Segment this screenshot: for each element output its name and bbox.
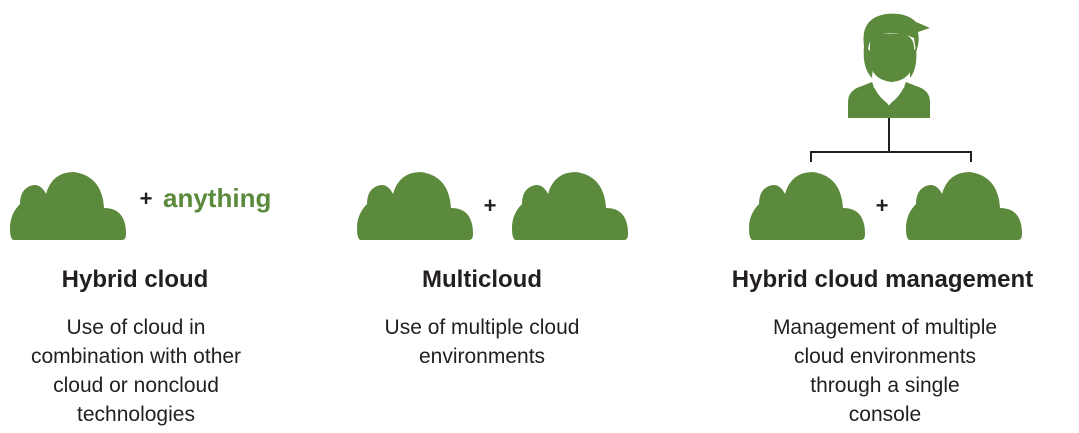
description-line: console <box>848 403 922 426</box>
anything-label: anything <box>163 183 272 213</box>
hybrid-cloud-management-description: Management of multiple cloud environment… <box>735 313 1035 429</box>
description-line: Use of cloud in <box>66 316 206 339</box>
multicloud-description: Use of multiple cloud environments <box>346 313 618 371</box>
connector-lines <box>810 118 972 162</box>
plus-sign: + <box>875 193 889 218</box>
description-line: Use of multiple cloud <box>384 316 580 339</box>
hybrid-cloud-description: Use of cloud in combination with other c… <box>0 313 272 429</box>
description-line: through a single <box>810 374 960 397</box>
cloud-icon <box>10 172 126 240</box>
cloud-icon <box>512 172 628 240</box>
person-icon <box>848 13 930 118</box>
cloud-icon <box>749 172 865 240</box>
description-line: environments <box>418 345 546 368</box>
plus-sign: + <box>483 193 497 218</box>
hybrid-cloud-management-title: Hybrid cloud management <box>731 266 1034 293</box>
multicloud-title: Multicloud <box>422 266 542 293</box>
description-line: cloud environments <box>793 345 977 368</box>
description-line: cloud or noncloud <box>53 374 219 397</box>
hybrid-cloud-title: Hybrid cloud <box>61 266 209 293</box>
description-line: technologies <box>77 403 195 426</box>
description-line: combination with other <box>30 345 242 368</box>
cloud-icon <box>906 172 1022 240</box>
cloud-icon <box>357 172 473 240</box>
description-line: Management of multiple <box>772 316 998 339</box>
plus-sign: + <box>139 186 153 211</box>
